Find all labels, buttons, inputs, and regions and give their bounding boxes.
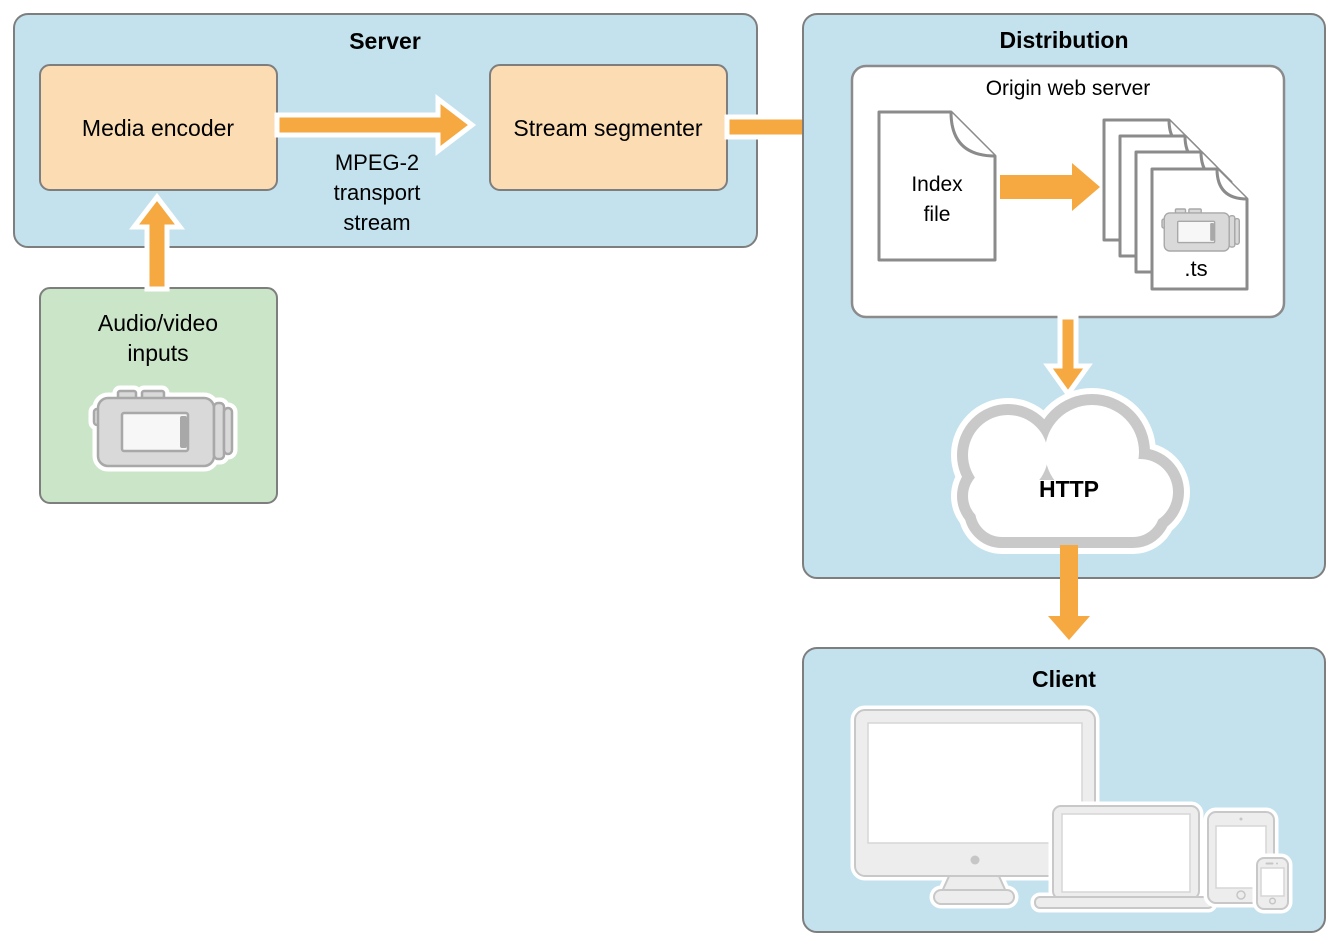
ts-files-icon: .ts: [1102, 118, 1249, 291]
imac-base: [933, 889, 1015, 905]
origin-web-server-box: Origin web server Index file .ts: [850, 64, 1286, 319]
distribution-panel-title: Distribution: [999, 27, 1128, 53]
arrow-http-to-client: [1048, 545, 1090, 640]
imac-screen: [867, 722, 1083, 844]
iphone-speaker: [1265, 862, 1274, 865]
index-file-icon: [877, 110, 997, 262]
iphone-home-button: [1268, 897, 1277, 905]
stream-segmenter-label: Stream segmenter: [513, 115, 703, 141]
index-file-fold: [949, 111, 996, 158]
imac-icon: [850, 705, 1100, 909]
av-inputs-label-line1: Audio/video: [98, 310, 218, 336]
av-inputs-label-line2: inputs: [127, 340, 188, 366]
distribution-panel: Distribution Origin web server Index fil…: [802, 13, 1326, 579]
imac-logo: [970, 855, 980, 865]
index-file-label-line1: Index: [911, 173, 963, 196]
origin-web-server-label: Origin web server: [986, 77, 1151, 100]
ipad-home-button: [1236, 890, 1246, 900]
client-panel: Client: [802, 647, 1326, 933]
http-label: HTTP: [1039, 476, 1099, 502]
arrow-origin-to-http: [1043, 314, 1093, 399]
ts-extension-label: .ts: [1184, 256, 1207, 281]
media-encoder-label: Media encoder: [82, 115, 234, 141]
arrow-index-to-segments: [1000, 163, 1100, 211]
server-panel-title: Server: [349, 28, 421, 54]
arrow-inputs-to-encoder: [128, 192, 186, 292]
media-encoder-node: Media encoder: [39, 64, 278, 191]
http-cloud-icon: HTTP: [968, 405, 1173, 537]
iphone-camera: [1276, 862, 1278, 865]
iphone-screen: [1260, 867, 1285, 897]
mpeg2-label-line2: transport: [334, 180, 421, 205]
iphone-icon: [1252, 853, 1293, 914]
macbook-base: [1034, 896, 1214, 909]
av-inputs-node: Audio/video inputs: [39, 287, 278, 504]
macbook-screen: [1061, 813, 1191, 893]
mpeg2-label-line1: MPEG-2: [335, 150, 419, 175]
stream-segmenter-node: Stream segmenter: [489, 64, 728, 191]
camcorder-icon: [94, 391, 232, 466]
mpeg2-label-line3: stream: [343, 210, 410, 235]
index-file-label-line2: file: [924, 203, 951, 226]
macbook-icon: [1030, 801, 1218, 913]
server-panel: Server Media encoder Stream segmenter MP…: [13, 13, 758, 248]
arrow-encoder-to-segmenter: [274, 93, 477, 157]
client-panel-title: Client: [1032, 666, 1096, 692]
mpeg2-transport-stream-label: MPEG-2 transport stream: [334, 150, 421, 235]
ts-camcorder-icon: [1162, 209, 1239, 251]
ipad-camera: [1239, 817, 1243, 821]
